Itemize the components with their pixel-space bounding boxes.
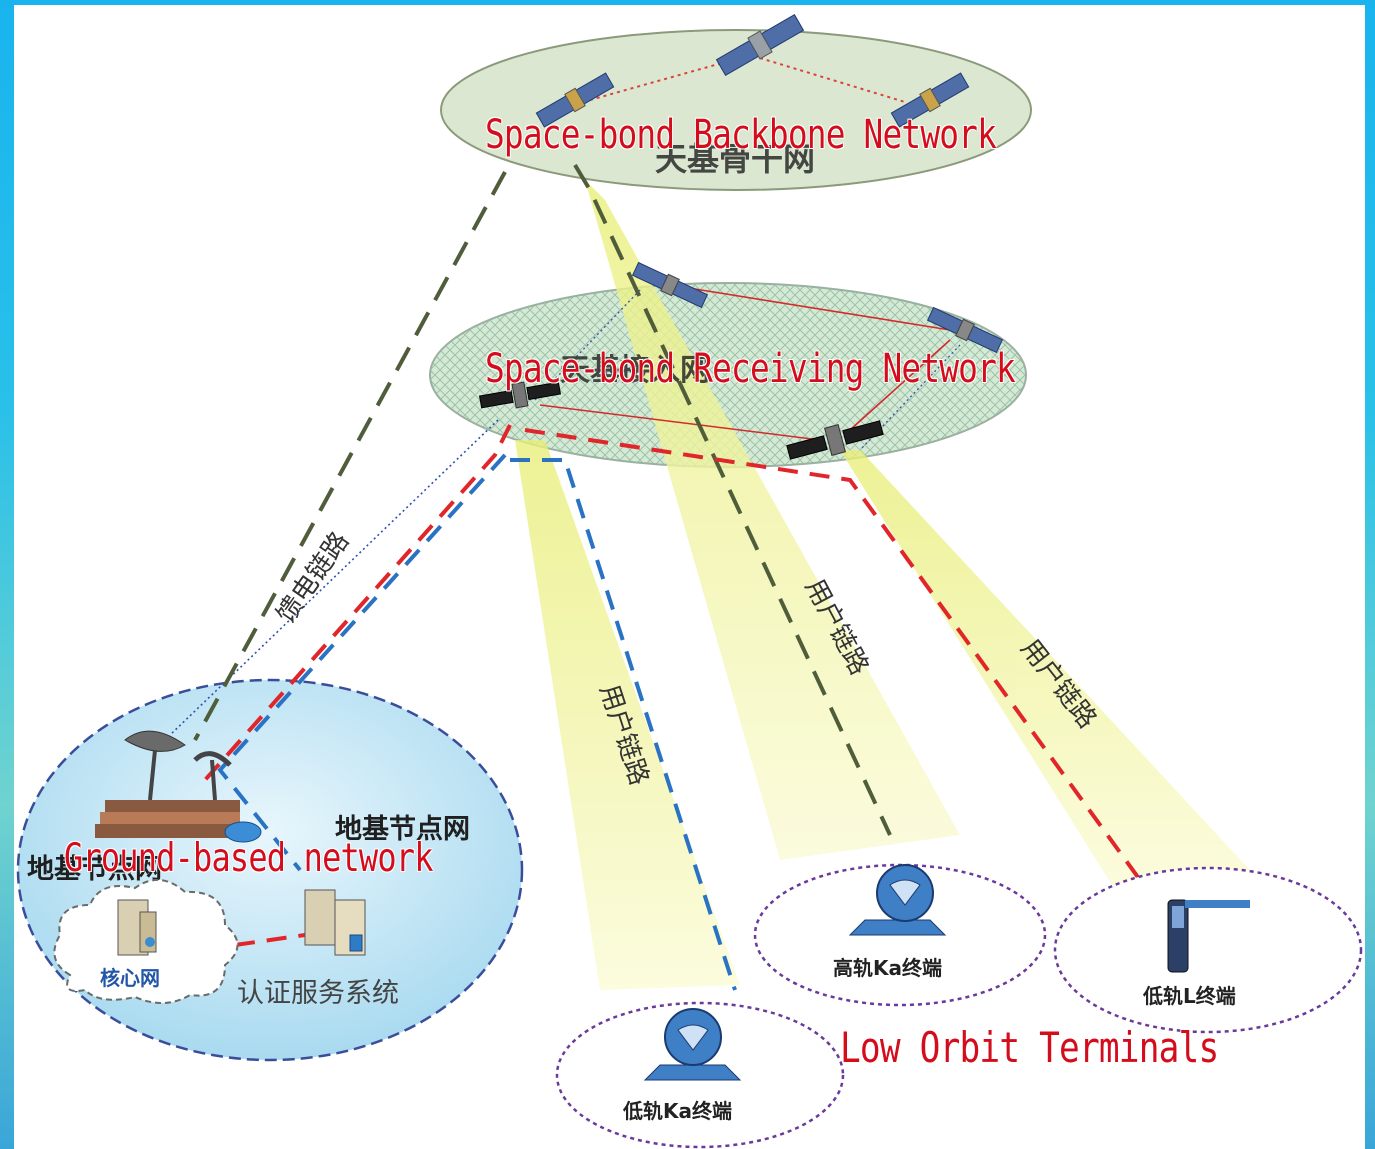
receiving-links	[539, 284, 951, 441]
backbone-overlay-label: Space-bond Backbone Network	[485, 112, 997, 158]
backbone-network-ellipse	[440, 29, 1032, 191]
auth-system-label: 认证服务系统	[237, 978, 399, 1009]
backbone-links	[589, 57, 906, 103]
backbone-cn-label: 天基骨干网	[655, 140, 815, 178]
receiving-overlay-label: Space-bond Receiving Network	[485, 346, 1016, 392]
diagram-canvas: 天基骨干网 天基接入网 馈电链路 用户链路 用户链路 用户链路 地基节点网 地基…	[14, 5, 1365, 1149]
ground-station-icon	[95, 730, 262, 843]
low-orbit-l-terminal-icon	[1167, 899, 1250, 973]
receiving-cn-label: 天基接入网	[560, 353, 710, 388]
receiving-satellite-2	[926, 306, 1004, 354]
receiving-satellite-3	[478, 381, 562, 409]
high-orbit-ka-label: 高轨Ka终端	[833, 956, 942, 980]
high-orbit-ka-terminal-icon	[848, 864, 947, 936]
core-net-cloud	[53, 879, 239, 1004]
ground-overlay-label: Ground-based network	[64, 836, 433, 881]
low-orbit-ka-label: 低轨Ka终端	[622, 1099, 732, 1123]
network-diagram: 天基骨干网 天基接入网 馈电链路 用户链路 用户链路 用户链路 地基节点网 地基…	[16, 14, 1363, 1149]
low-orbit-l-region	[1053, 866, 1363, 1034]
core-net-label: 核心网	[100, 966, 160, 990]
backbone-satellite-3	[890, 72, 970, 128]
low-orbit-overlay-label: Low Orbit Terminals	[840, 1023, 1219, 1072]
low-orbit-ka-terminal-icon	[643, 1008, 742, 1081]
backbone-satellite-1	[535, 72, 615, 128]
ground-node-net-label: 地基节点网	[335, 814, 470, 845]
red-dashed-links	[203, 424, 1142, 947]
low-orbit-l-label: 低轨L终端	[1142, 984, 1236, 1008]
receiving-satellite-4	[786, 420, 884, 460]
ground-partial-label: 地基节点网	[27, 854, 162, 885]
olive-backbone-links	[193, 163, 892, 836]
receiving-satellite-1	[631, 261, 709, 309]
feeder-dotted-line	[169, 419, 499, 736]
auth-server-icon	[304, 889, 366, 956]
backbone-satellite-2	[715, 14, 805, 76]
user-link-beams	[515, 180, 1250, 990]
blue-dashed-links	[217, 453, 737, 991]
